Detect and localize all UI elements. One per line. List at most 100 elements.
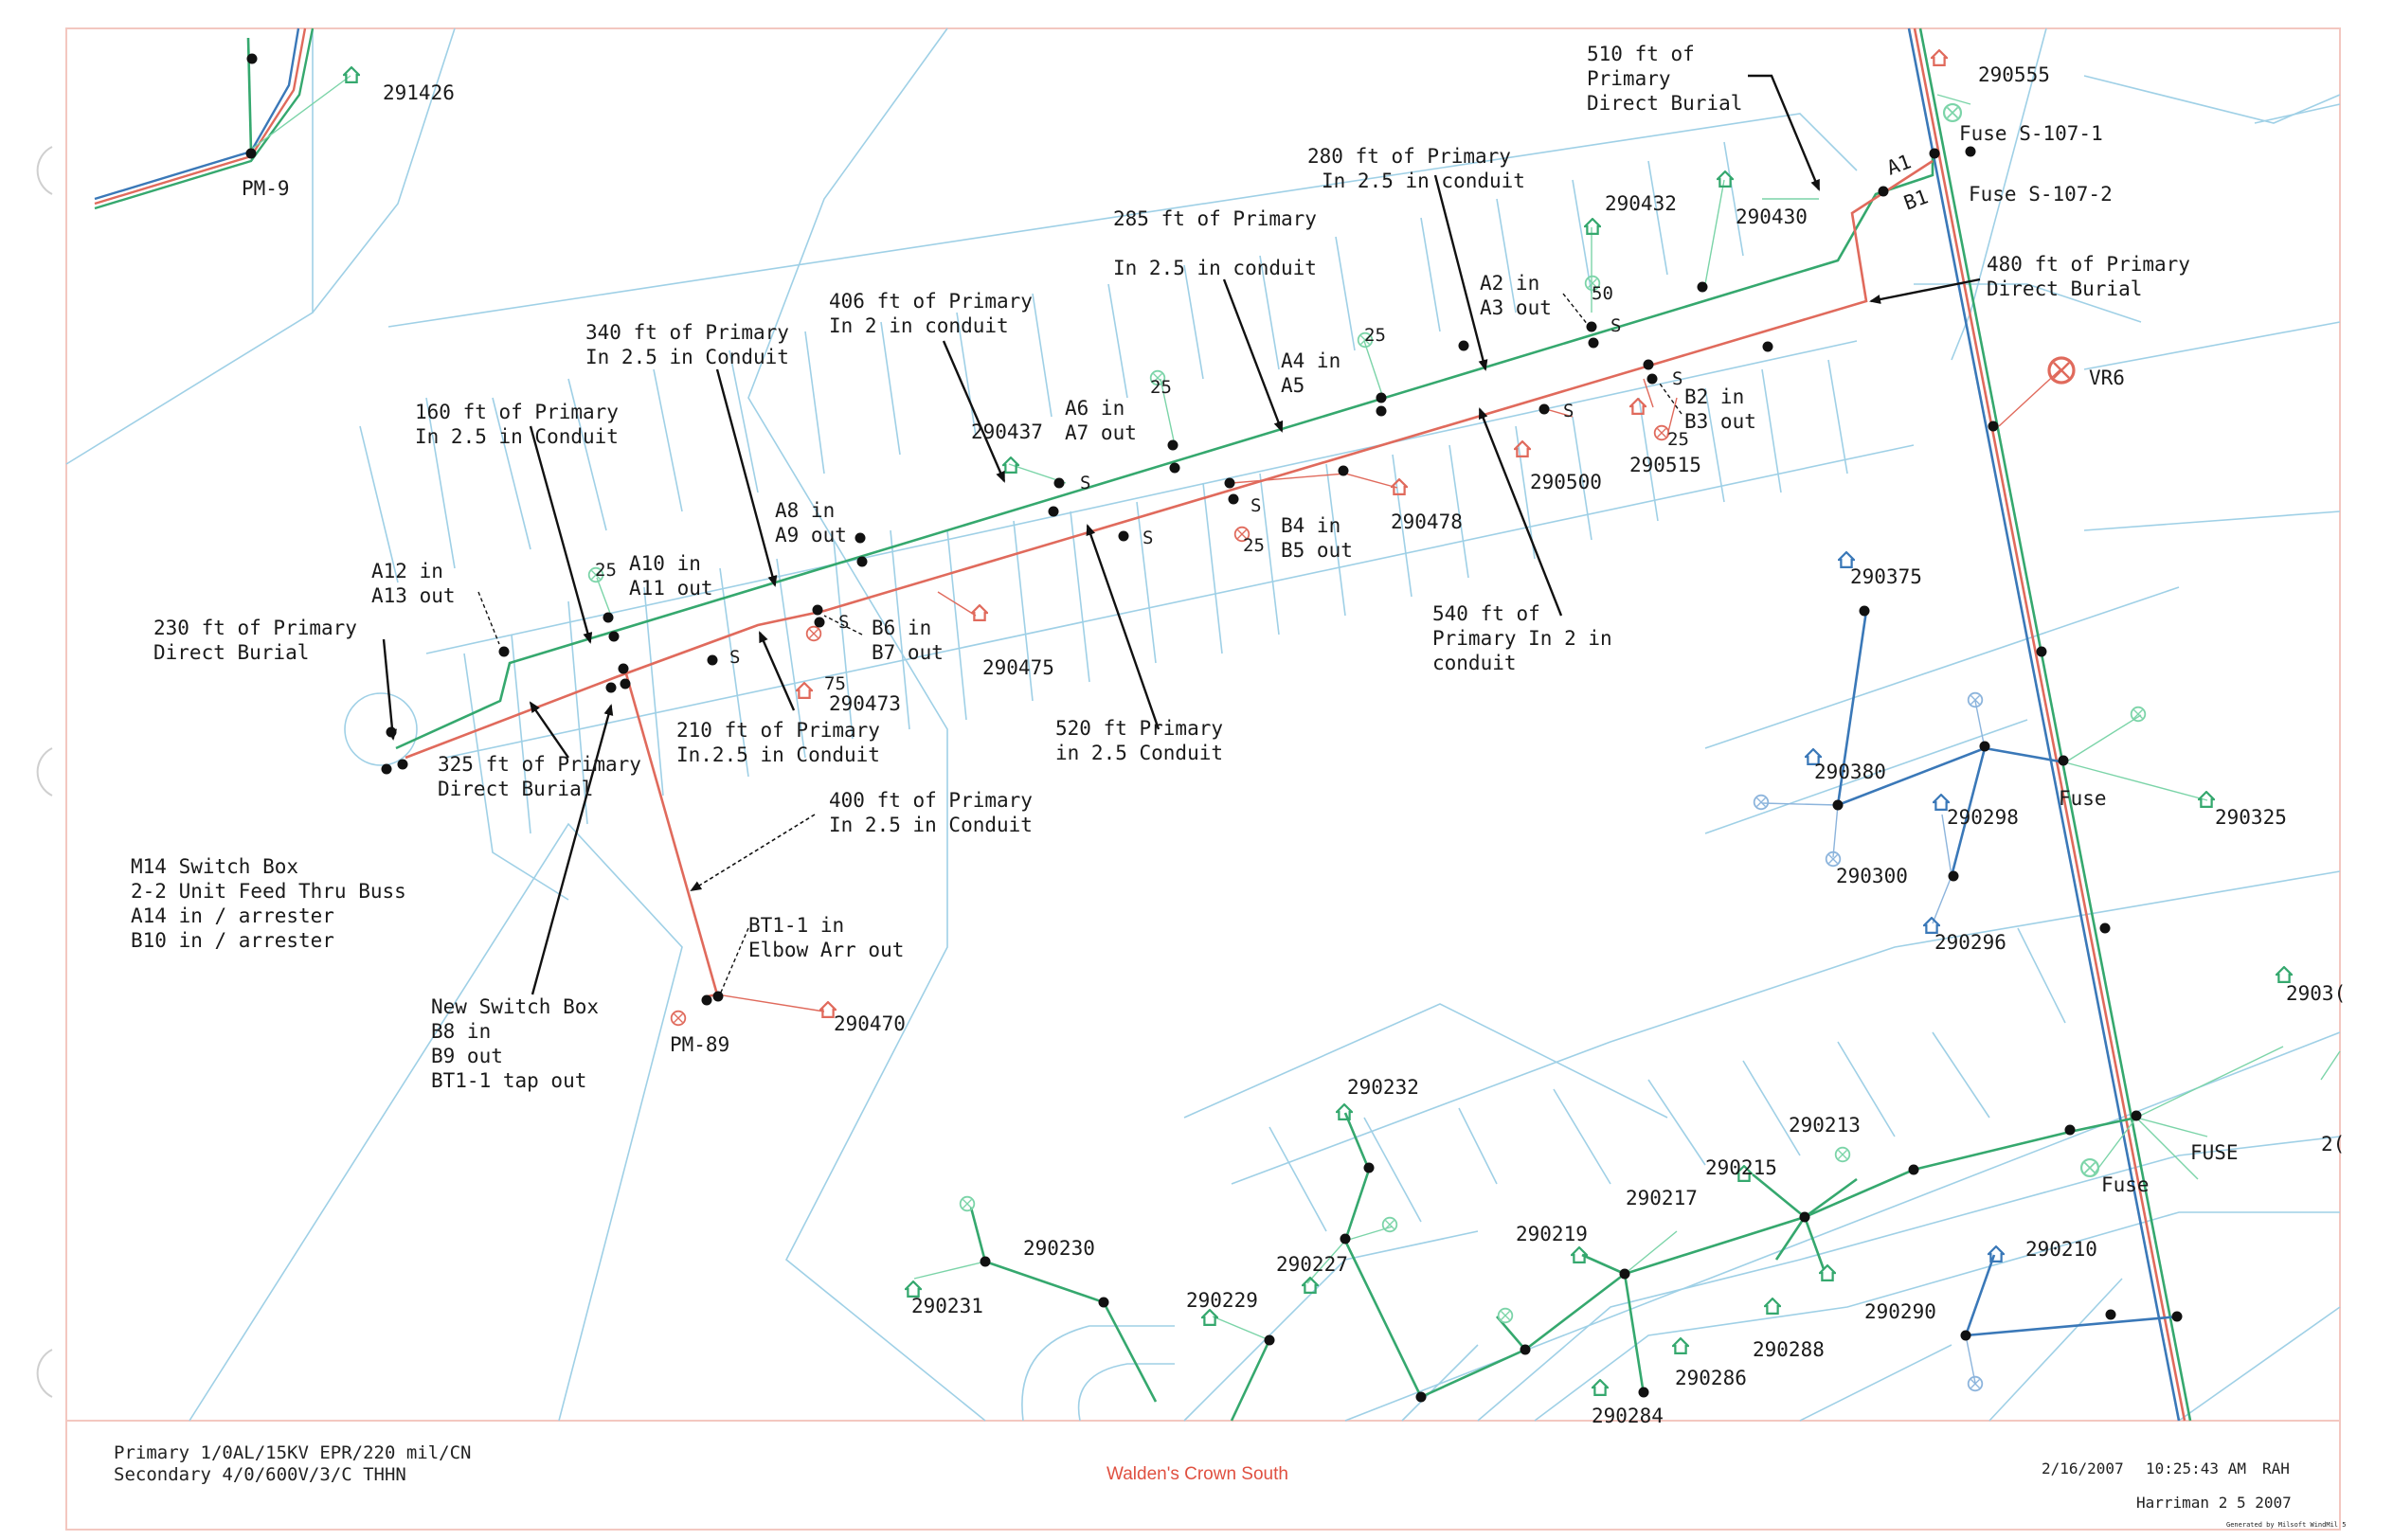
label-290473: 290473 [829,692,901,715]
note-a6-a7: A6 in A7 out [1065,397,1137,444]
note-160ft: 160 ft of Primary In 2.5 in Conduit [415,401,631,448]
note-b2-b3: B2 in B3 out [1684,385,1756,433]
label-290300: 290300 [1836,865,1908,887]
label-pm9: PM-9 [242,177,290,200]
label-s-left: S [729,647,740,668]
leader-arrows [382,74,1981,995]
label-290437: 290437 [971,421,1043,443]
parcel-lines [65,27,2341,1422]
pm9-feeder [94,27,315,210]
label-290215: 290215 [1705,1156,1777,1179]
note-b4-b5: B4 in B5 out [1281,514,1353,562]
main-feeder [1907,27,2192,1422]
note-340ft: 340 ft of Primary In 2.5 in Conduit [585,321,801,368]
label-vr6: VR6 [2089,367,2125,389]
label-50: 50 [1592,283,1613,304]
label-25-a: 25 [1364,325,1386,346]
label-290210: 290210 [2025,1238,2097,1261]
map-labels: 291426 PM-9 290555 Fuse S-107-1 Fuse S-1… [242,63,2346,1427]
label-290475: 290475 [982,656,1054,679]
note-406ft: 406 ft of Primary In 2 in conduit [829,290,1045,337]
note-a8-a9: A8 in A9 out [775,499,847,546]
house-symbols-red [796,49,1948,1018]
transformer-symbols [587,102,2147,1324]
note-325ft: 325 ft of Primary Direct Burial [438,753,654,800]
label-290298: 290298 [1947,806,2019,829]
label-75: 75 [824,673,846,694]
title-block: Primary 1/0AL/15KV EPR/220 mil/CN Second… [114,1442,2346,1529]
label-290232: 290232 [1347,1076,1419,1099]
note-210ft: 210 ft of Primary In.2.5 in Conduit [676,719,892,766]
label-25-c: 25 [1243,535,1265,556]
label-b1: B1 [1901,185,1932,214]
label-s-mid: S [1143,528,1153,548]
note-b6-b7: B6 in B7 out [872,617,944,664]
label-290230: 290230 [1023,1237,1095,1260]
label-290290: 290290 [1864,1300,1936,1323]
label-25-b: 25 [1150,377,1172,398]
note-a12-a13: A12 in A13 out [371,560,456,607]
label-290515: 290515 [1629,454,1701,476]
label-s-b: S [1563,401,1574,421]
label-290380: 290380 [1814,761,1886,783]
label-s-b6: S [838,612,849,633]
label-290219: 290219 [1516,1223,1588,1245]
note-a4-a5: A4 in A5 [1281,349,1353,397]
note-new-switch-box: New Switch Box B8 in B9 out BT1-1 tap ou… [431,995,611,1092]
service-leads-red [716,368,2061,1012]
label-25-d: 25 [1667,429,1689,450]
label-290500: 290500 [1530,471,1602,493]
note-bt1-1: BT1-1 in Elbow Arr out [748,914,904,961]
note-520ft: 520 ft Primary in 2.5 Conduit [1055,717,1235,764]
note-a10-a11: A10 in A11 out [629,552,713,600]
secondary-network-east [1761,610,2208,1384]
label-290227: 290227 [1276,1253,1348,1276]
label-s-b4: S [1250,495,1261,516]
label-s-b2: S [1672,368,1682,389]
service-leads [247,75,1971,617]
sheet-frame [36,27,2341,1531]
label-290555: 290555 [1978,63,2050,86]
a-loop [395,152,1934,750]
label-290296: 290296 [1934,931,2006,954]
label-290478: 290478 [1391,510,1463,533]
label-2903x: 2903( [2286,982,2346,1005]
label-290213: 290213 [1789,1114,1861,1137]
label-fuse-east: Fuse [2059,787,2107,810]
label-s-a3: S [1610,315,1621,336]
label-290217: 290217 [1626,1187,1698,1209]
stamp-generated: Generated by Milsoft WindMil 5 [2226,1521,2346,1529]
note-480ft: 480 ft of Primary Direct Burial [1987,253,2203,300]
note-285ft: 285 ft of Primary In 2.5 in conduit [1113,207,1329,279]
label-fuse-b: FUSE [2190,1141,2239,1164]
note-400ft: 400 ft of Primary In 2.5 in Conduit [829,789,1045,836]
stamp-author: Harriman 2 5 2007 [2136,1494,2292,1512]
label-pm89: PM-89 [670,1033,729,1056]
map-title: Walden's Crown South [1107,1464,1288,1484]
label-290432: 290432 [1605,192,1677,215]
label-fuse-s107-1: Fuse S-107-1 [1959,122,2103,145]
label-s-a7: S [1080,473,1090,493]
callout-notes: 510 ft of Primary Direct Burial 280 ft o… [131,43,2203,1092]
note-540ft: 540 ft of Primary In 2 in conduit [1432,602,1624,674]
label-290288: 290288 [1753,1338,1825,1361]
note-510ft: 510 ft of Primary Direct Burial [1587,43,1742,115]
stamp-initials: RAH [2262,1459,2290,1477]
note-m14-switch-box: M14 Switch Box 2-2 Unit Feed Thru Buss A… [131,855,418,952]
note-a2-a3: A2 in A3 out [1480,272,1552,319]
legend-secondary: Secondary 4/0/600V/3/C THHN [114,1464,406,1485]
label-290286: 290286 [1675,1367,1747,1389]
label-290231: 290231 [911,1295,983,1317]
legend-primary: Primary 1/0AL/15KV EPR/220 mil/CN [114,1442,472,1463]
label-290430: 290430 [1736,206,1808,228]
label-290284: 290284 [1592,1405,1664,1427]
label-2x: 2( [2321,1133,2345,1155]
label-290325: 290325 [2215,806,2287,829]
transformer-symbols-blue [1753,691,1984,1392]
stamp-time: 10:25:43 AM [2146,1459,2246,1477]
label-290229: 290229 [1186,1289,1258,1312]
stamp-date: 2/16/2007 [2042,1459,2124,1477]
note-280ft: 280 ft of Primary In 2.5 in conduit [1307,145,1525,192]
nodes [245,53,2183,1403]
